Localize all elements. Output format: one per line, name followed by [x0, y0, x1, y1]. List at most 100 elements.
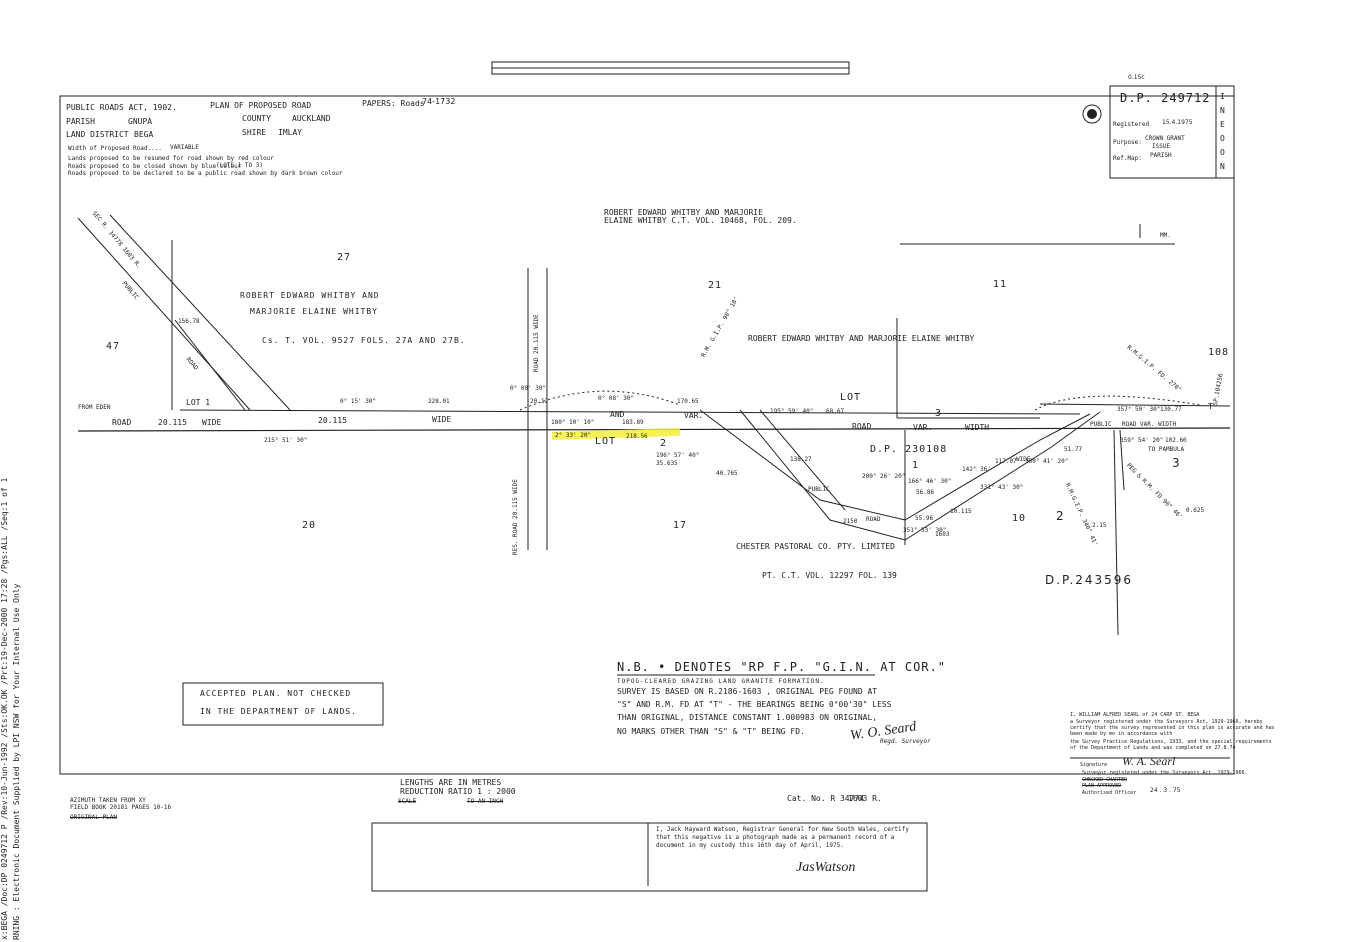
bearing-11: 359° 54' 20"	[1120, 437, 1164, 444]
refmap-label: Ref.Map:	[1113, 155, 1142, 162]
cert-auth-date: 24 . 3 . 75	[1150, 787, 1181, 794]
bearing-39: 0.625	[1186, 507, 1205, 514]
note-4: THAN ORIGINAL, DISTANCE CONSTANT 1.00098…	[617, 713, 878, 722]
bearing-13: 68.67	[826, 408, 845, 415]
chester-ct: PT. C.T. VOL. 12297 FOL. 139	[762, 571, 897, 580]
cert-3: certify that the survey represented in t…	[1070, 725, 1275, 731]
note-2: SURVEY IS BASED ON R.2186-1603 , ORIGINA…	[617, 687, 878, 696]
road-width-1: 20.115	[158, 418, 187, 427]
bearing-34: 0° 00' 30"	[510, 385, 547, 392]
accepted-plan-box	[182, 682, 384, 726]
note-1: TOPOG-CLEARED GRAZING LAND GRANITE FORMA…	[617, 678, 825, 685]
left-owner-3: Cs. T. VOL. 9527 FOLS. 27A AND 27B.	[262, 336, 466, 345]
point-t: T	[1208, 402, 1213, 411]
plan-title: PLAN OF PROPOSED ROAD	[210, 101, 312, 110]
land-district-value: BEGA	[134, 130, 154, 139]
bearing-21: 160° 41' 20"	[1025, 458, 1069, 465]
lot-47: 47	[106, 341, 121, 352]
bearing-10: 130.77	[1160, 406, 1182, 413]
purpose-label: Purpose:	[1113, 139, 1142, 146]
lot-27: 27	[337, 252, 352, 263]
registrar-3: document in my custody this 16th day of …	[656, 842, 844, 849]
cert-6: of the Department of Lands and was compl…	[1070, 745, 1236, 751]
bearing-24: 40.765	[716, 470, 738, 477]
top-owner-2: ELAINE WHITBY C.T. VOL. 10468, FOL. 209.	[604, 216, 797, 225]
vertical-res-road: RES. ROAD 20.115 WIDE	[512, 479, 519, 555]
bearing-18: 142° 36'	[962, 466, 991, 473]
refmap-value: PARISH	[1150, 152, 1172, 159]
lengths-2: REDUCTION RATIO 1 : 2000	[400, 787, 516, 796]
registrar-signature: JasWatson	[796, 860, 856, 875]
highlight-lot2	[552, 428, 680, 440]
road-and: AND	[610, 410, 625, 419]
parish-value: GNUPA	[128, 117, 153, 126]
mm-label: MM.	[1160, 232, 1171, 239]
lot-top-label: LOT	[840, 392, 862, 403]
note-3: "S" AND R.M. FD AT "T" - THE BEARINGS BE…	[617, 700, 892, 709]
papers-label: PAPERS: Roads	[362, 99, 425, 108]
bearing-12: 102.60	[1165, 437, 1187, 444]
registered-label: Registered	[1113, 121, 1150, 128]
bearing-32: 156.78	[178, 318, 200, 325]
bearing-2: 228.01	[428, 398, 450, 405]
bearing-15: 200° 26' 20"	[862, 473, 906, 480]
bearing-6: 183.89	[622, 419, 644, 426]
purpose-value-2: ISSUE	[1152, 143, 1171, 150]
registrar-box	[371, 822, 928, 892]
registrar-1: I, Jack Hayward Watson, Registrar Genera…	[656, 826, 909, 833]
lot-11: 11	[993, 279, 1008, 290]
legend-2: Roads proposed to be closed shown by blu…	[68, 163, 242, 170]
cert-1: I, WILLIAM ALFRED SEARL of 24 CARP ST. B…	[1070, 712, 1200, 718]
lot-17: 17	[673, 520, 688, 531]
bearing-33: 215° 51' 30"	[264, 437, 308, 444]
road-width-2: 20.115	[318, 416, 347, 425]
width-label: Width of Proposed Road....	[68, 145, 162, 152]
road-width-label: WIDTH	[965, 423, 990, 432]
cat-number: Cat. No. R 34774	[787, 794, 865, 803]
lot-2-label: LOT	[595, 436, 617, 447]
to-pambula: TO PAMBULA	[1148, 446, 1185, 453]
road-public-2: PUBLIC	[808, 486, 830, 493]
county-value: AUCKLAND	[292, 114, 331, 123]
shire-label: SHIRE	[242, 128, 267, 137]
azimuth-2: FIELD BOOK 20181 PAGES 10-16	[70, 804, 172, 811]
bearing-43: 2.15	[1092, 522, 1107, 529]
left-owner-2: MARJORIE ELAINE WHITBY	[250, 307, 378, 316]
width-value: VARIABLE	[170, 144, 199, 151]
accepted-line-2: IN THE DEPARTMENT OF LANDS.	[200, 707, 358, 716]
lot-2-number: 2	[660, 438, 668, 449]
bearing-8: 218.56	[626, 433, 648, 440]
road-public: PUBLIC	[1090, 421, 1112, 428]
vertical-road: ROAD 20.115 WIDE	[533, 314, 540, 372]
bearing-17: 56.86	[916, 489, 935, 496]
bearing-4: 170.65	[677, 398, 699, 405]
shire-value: IMLAY	[278, 128, 303, 137]
bearing-20: 331° 43' 30"	[980, 484, 1024, 491]
bearing-26: 35.635	[656, 460, 678, 467]
bearing-23: 138.27	[790, 456, 812, 463]
legend-2-lots: (LOTS 1 TO 3)	[216, 162, 263, 169]
road-label-2: ROAD	[852, 422, 872, 431]
bearing-5: 180° 10' 10"	[551, 419, 595, 426]
nb-note: N.B. • DENOTES "RP F.P. "G.I.N. AT COR."	[617, 660, 946, 674]
seal-icon	[1082, 104, 1102, 124]
road-wide-2: WIDE	[432, 415, 452, 424]
chester-owner: CHESTER PASTORAL CO. PTY. LIMITED	[736, 542, 895, 551]
bearing-30: 351° 53' 30"	[903, 527, 947, 534]
dp-243596: D.P.243596	[1045, 573, 1134, 587]
cert-signature: W. A. Searl	[1122, 754, 1176, 768]
azimuth-3: ORIGINAL PLAN	[70, 814, 117, 821]
plan-info-box	[1109, 85, 1235, 179]
road-label-1: ROAD	[112, 418, 132, 427]
papers-value: 74-1732	[422, 97, 456, 106]
left-owner-1: ROBERT EDWARD WHITBY AND	[240, 291, 380, 300]
lot-1-mid: 1	[912, 460, 920, 471]
lot-1: LOT 1	[186, 398, 211, 407]
bearing-22: 51.77	[1064, 446, 1083, 453]
act-title: PUBLIC ROADS ACT, 1902.	[66, 103, 177, 112]
dp-number: D.P. 249712	[1120, 91, 1211, 105]
land-district-label: LAND DISTRICT	[66, 130, 129, 139]
bearing-7: 2° 33' 20"	[555, 432, 592, 439]
bearing-35: 20.12	[530, 398, 549, 405]
